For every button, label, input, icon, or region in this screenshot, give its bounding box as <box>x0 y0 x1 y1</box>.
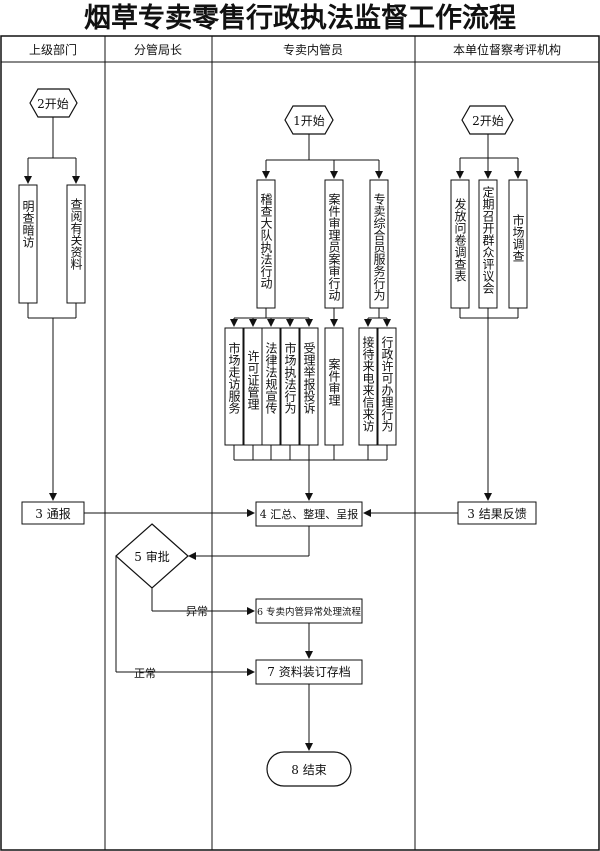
connectors-right-top <box>456 134 522 179</box>
svg-text:案件审理: 案件审理 <box>327 357 341 406</box>
connectors-approval <box>188 526 310 560</box>
box-review-docs: 查阅有关资料 <box>66 184 86 304</box>
box-abnormal-process: 6 专卖内管异常处理流程 <box>255 598 363 624</box>
box-service-behavior: 专卖综合员服务行为 <box>369 179 389 309</box>
svg-text:许可证管理: 许可证管理 <box>246 350 260 410</box>
svg-text:行政许可办理行为: 行政许可办理行为 <box>380 336 394 432</box>
box-case-review: 案件审理员案审行动 <box>324 179 344 309</box>
start-middle: 1开始 <box>284 105 334 135</box>
box-complaint-handling: 受理举报投诉 <box>299 327 319 446</box>
box-review-docs-text: 查阅有关资料 <box>69 198 83 270</box>
start-left: 2开始 <box>29 88 78 118</box>
box-report: 3 通报 <box>21 501 85 525</box>
box-archive: 7 资料装订存档 <box>255 659 363 685</box>
label-abnormal: 异常 <box>186 605 208 618</box>
svg-text:市场执法行为: 市场执法行为 <box>283 341 297 414</box>
svg-text:法律法规宣传: 法律法规宣传 <box>264 342 278 414</box>
start-right: 2开始 <box>461 105 514 135</box>
box-case-trial: 案件审理 <box>324 327 344 446</box>
decision-approval: 5 审批 <box>115 523 189 589</box>
box-license-processing: 行政许可办理行为 <box>377 327 397 446</box>
box-questionnaire: 发放问卷调查表 <box>450 179 470 309</box>
box-visitor-reception: 接待来电来信来访 <box>358 327 378 446</box>
svg-text:接待来电来信来访: 接待来电来信来访 <box>361 335 375 432</box>
box-law-promotion: 法律法规宣传 <box>261 327 281 446</box>
label-normal: 正常 <box>134 667 156 680</box>
swimlane-grid <box>0 35 600 851</box>
svg-text:受理举报投诉: 受理举报投诉 <box>302 342 316 414</box>
svg-text:发放问卷调查表: 发放问卷调查表 <box>453 197 467 282</box>
box-inspect-visit-text: 明查暗访 <box>21 200 35 248</box>
box-summary: 4 汇总、整理、呈报 <box>255 501 363 527</box>
connectors-left-bottom <box>27 303 77 501</box>
svg-text:案件审理员案审行动: 案件审理员案审行动 <box>327 192 341 301</box>
svg-text:7 资料装订存档: 7 资料装订存档 <box>267 665 350 679</box>
box-feedback: 3 结果反馈 <box>457 501 537 525</box>
svg-text:5 审批: 5 审批 <box>134 549 169 564</box>
connectors-mid-split <box>230 308 391 327</box>
svg-text:专卖综合员服务行为: 专卖综合员服务行为 <box>372 192 386 301</box>
lane-header-superior: 上级部门 <box>29 42 77 57</box>
box-market-enforcement: 市场执法行为 <box>280 327 300 446</box>
terminal-end: 8 结束 <box>266 751 352 787</box>
svg-text:2开始: 2开始 <box>37 97 69 111</box>
box-market-visit: 市场走访服务 <box>224 327 244 446</box>
svg-text:市场调查: 市场调查 <box>511 213 525 262</box>
box-public-review: 定期召开群众评议会 <box>478 179 498 309</box>
box-inspection-team: 稽查大队执法行动 <box>256 179 276 309</box>
lane-header-deputy-director: 分管局长 <box>134 42 182 57</box>
lane-header-monopoly-officer: 专卖内管员 <box>283 42 343 57</box>
lane-header-supervision-unit: 本单位督察考评机构 <box>453 42 561 57</box>
connectors-right-bottom <box>459 308 519 501</box>
svg-text:3 通报: 3 通报 <box>35 506 70 521</box>
svg-text:稽查大队执法行动: 稽查大队执法行动 <box>259 192 273 289</box>
svg-text:6 专卖内管异常处理流程: 6 专卖内管异常处理流程 <box>257 606 362 618</box>
svg-text:定期召开群众评议会: 定期召开群众评议会 <box>481 185 495 295</box>
connectors-mid-merge <box>233 445 388 501</box>
connectors-abnormal <box>151 588 255 615</box>
svg-text:市场走访服务: 市场走访服务 <box>227 341 241 414</box>
connectors-mid-top <box>262 134 383 179</box>
svg-text:8 结束: 8 结束 <box>291 763 326 777</box>
svg-text:1开始: 1开始 <box>293 114 325 128</box>
svg-text:2开始: 2开始 <box>472 114 504 128</box>
svg-text:4 汇总、整理、呈报: 4 汇总、整理、呈报 <box>260 507 359 521</box>
box-market-survey: 市场调查 <box>508 179 528 309</box>
svg-text:3 结果反馈: 3 结果反馈 <box>467 507 526 521</box>
page-title: 烟草专卖零售行政执法监督工作流程 <box>84 2 516 34</box>
connectors-normal <box>115 556 313 676</box>
box-inspect-visit: 明查暗访 <box>18 184 38 304</box>
connectors-left-top <box>24 117 80 184</box>
box-license-management: 许可证管理 <box>243 327 263 446</box>
